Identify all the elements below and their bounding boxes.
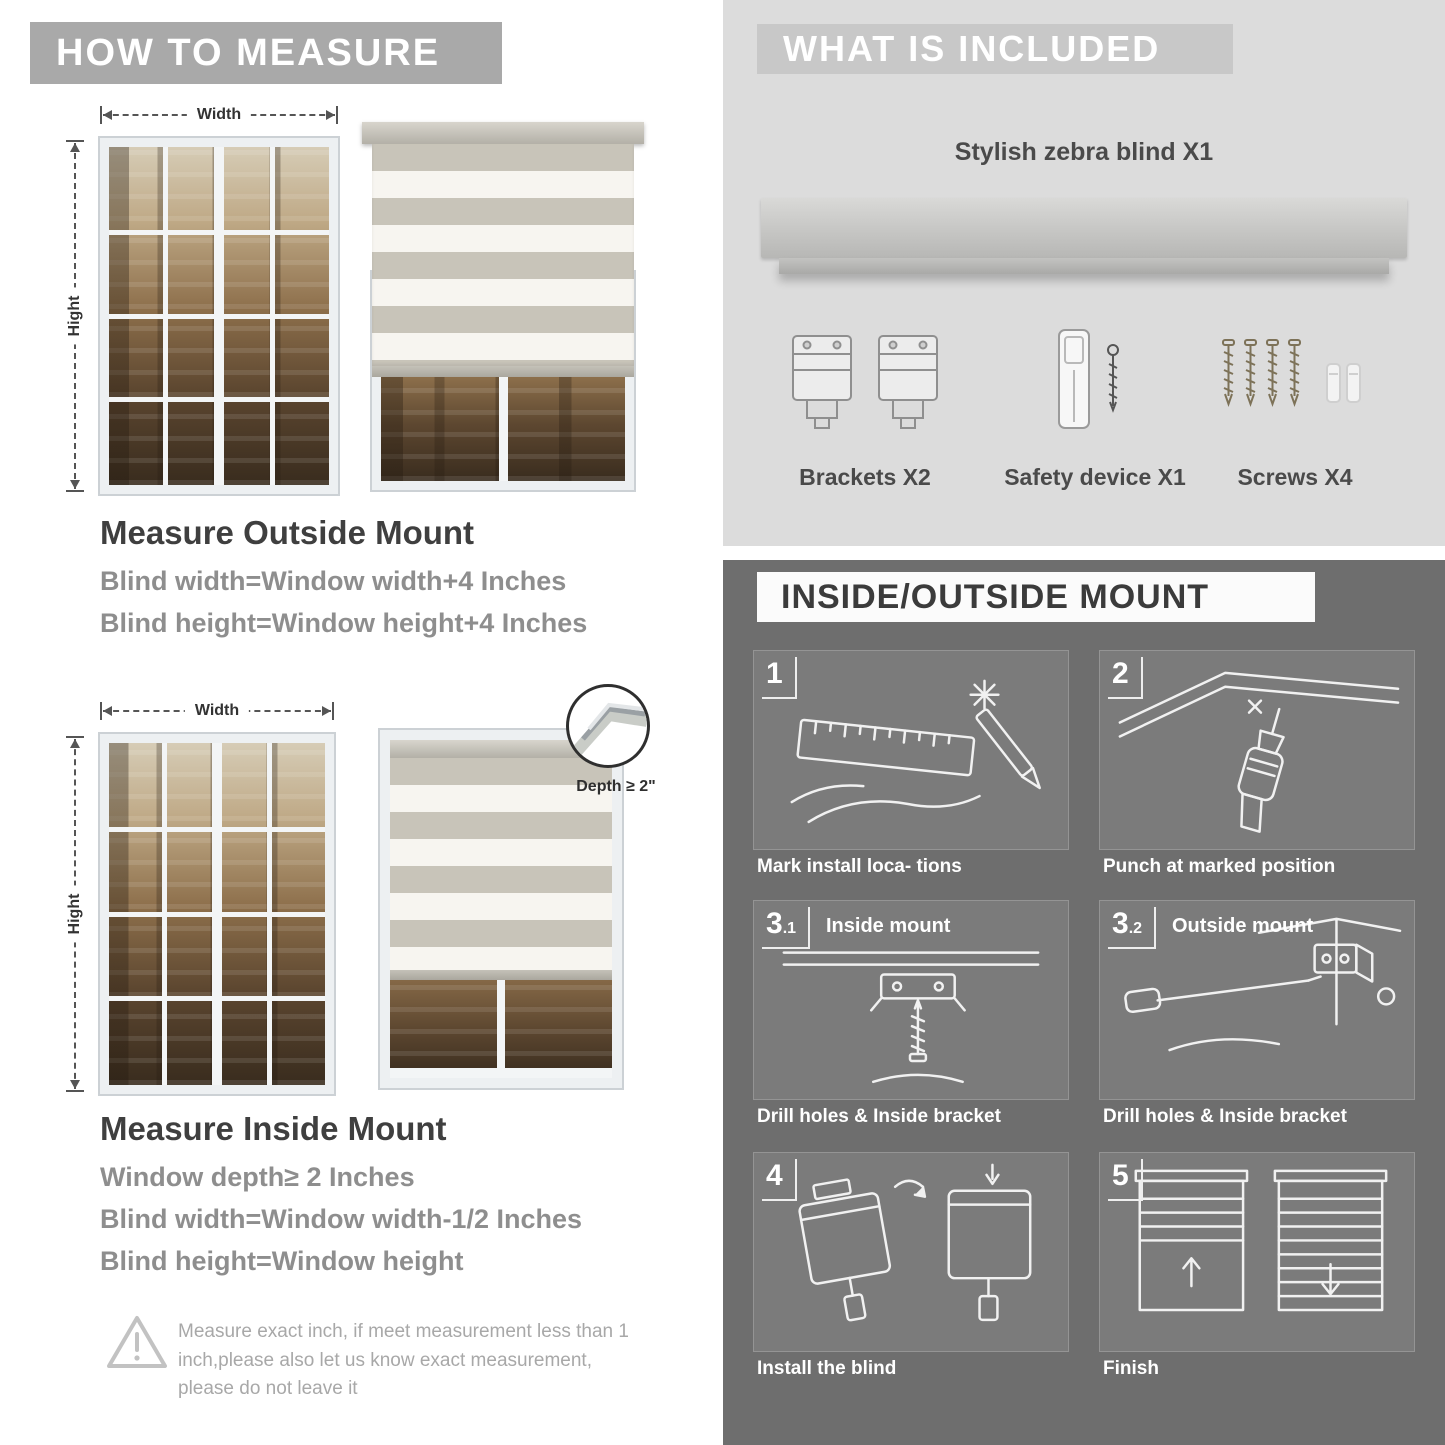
width-label: Width — [186, 106, 252, 124]
how-to-measure-header: HOW TO MEASURE — [30, 22, 502, 84]
warning-icon — [107, 1316, 167, 1368]
step1-panel: 1 — [753, 650, 1069, 850]
height-label: Hight — [64, 885, 86, 943]
blind-bottomrail — [372, 366, 634, 377]
mount-instructions-section: INSIDE/OUTSIDE MOUNT 1 — [723, 560, 1445, 1445]
depth-note: Depth ≥ 2" — [576, 778, 656, 795]
outside-mount-title: Measure Outside Mount — [100, 514, 475, 551]
height-arrow: Hight — [64, 736, 86, 1092]
brackets-icon — [792, 335, 938, 429]
step2-caption: Punch at marked position — [1103, 856, 1336, 877]
step5-panel: 5 — [1099, 1152, 1415, 1352]
blind-zebra-stripes — [372, 144, 634, 366]
window-muntins — [109, 147, 329, 485]
window-corner-detail — [572, 702, 647, 755]
height-label: Hight — [64, 287, 86, 345]
width-label: Width — [184, 702, 250, 720]
inside-mount-line2: Blind width=Window width-1/2 Inches — [100, 1204, 583, 1234]
zebra-blind-outside-illustration — [362, 122, 644, 490]
mount-header: INSIDE/OUTSIDE MOUNT — [757, 572, 1315, 622]
inside-mount-label: Inside mount — [826, 915, 951, 937]
outside-mount-label: Outside mount — [1172, 915, 1314, 937]
window-illustration-outside — [100, 138, 338, 494]
drill-illustration — [1118, 671, 1400, 833]
screws-label: Screws X4 — [1237, 464, 1353, 490]
step2-panel: 2 — [1099, 650, 1415, 850]
step-number: 5 — [1108, 1159, 1143, 1201]
step-number: 3.1 — [762, 907, 811, 949]
outside-mount-line1: Blind width=Window width+4 Inches — [100, 566, 567, 596]
blind-bottomrail — [390, 970, 612, 980]
headrail-illustration — [761, 198, 1407, 258]
step3-2-panel: 3.2 Outside mount — [1099, 900, 1415, 1100]
measure-warning-text: Measure exact inch, if meet measurement … — [178, 1321, 629, 1399]
window-behind-blind — [390, 970, 612, 1078]
step-number: 4 — [762, 1159, 797, 1201]
step-number: 3.2 — [1108, 907, 1157, 949]
inside-bracket-illustration — [782, 951, 1040, 1084]
screws-icon — [1222, 339, 1361, 408]
blind-headrail — [362, 122, 644, 144]
blind-item-label: Stylish zebra blind X1 — [954, 138, 1214, 166]
step5-caption: Finish — [1103, 1358, 1159, 1379]
step-number: 2 — [1108, 657, 1143, 699]
width-arrow: Width — [100, 702, 334, 720]
what-is-included-header: WHAT IS INCLUDED — [757, 24, 1233, 74]
height-arrow: Hight — [64, 140, 86, 492]
window-illustration-inside — [100, 734, 334, 1094]
blind-zebra-stripes — [390, 758, 612, 970]
headrail-valance — [779, 258, 1389, 274]
depth-callout-circle — [566, 684, 650, 768]
step4-caption: Install the blind — [757, 1358, 897, 1379]
inside-mount-line1: Window depth≥ 2 Inches — [100, 1162, 415, 1192]
finish-blinds-illustration — [1134, 1169, 1388, 1312]
what-is-included-section: WHAT IS INCLUDED Stylish zebra blind X1 — [723, 0, 1445, 546]
inside-mount-line3: Blind height=Window height — [100, 1246, 464, 1276]
step3-1-panel: 3.1 Inside mount — [753, 900, 1069, 1100]
width-arrow: Width — [100, 106, 338, 124]
brackets-label: Brackets X2 — [799, 464, 931, 490]
outside-mount-line2: Blind height=Window height+4 Inches — [100, 608, 588, 638]
zebra-blind-inside-illustration — [380, 730, 622, 1088]
safety-device-label: Safety device X1 — [1004, 464, 1186, 490]
safety-device-icon — [1058, 329, 1119, 429]
mark-location-illustration — [790, 679, 1041, 824]
install-blind-illustration — [798, 1163, 1032, 1322]
step1-caption: Mark install loca- tions — [757, 856, 962, 877]
step3-2-caption: Drill holes & Inside bracket — [1103, 1106, 1347, 1127]
outside-bracket-illustration — [1124, 917, 1402, 1052]
blind-headrail — [390, 740, 612, 758]
inside-mount-title: Measure Inside Mount — [100, 1110, 447, 1147]
step-number: 1 — [762, 657, 797, 699]
window-muntins — [109, 743, 325, 1085]
step3-1-caption: Drill holes & Inside bracket — [757, 1106, 1001, 1127]
step4-panel: 4 — [753, 1152, 1069, 1352]
